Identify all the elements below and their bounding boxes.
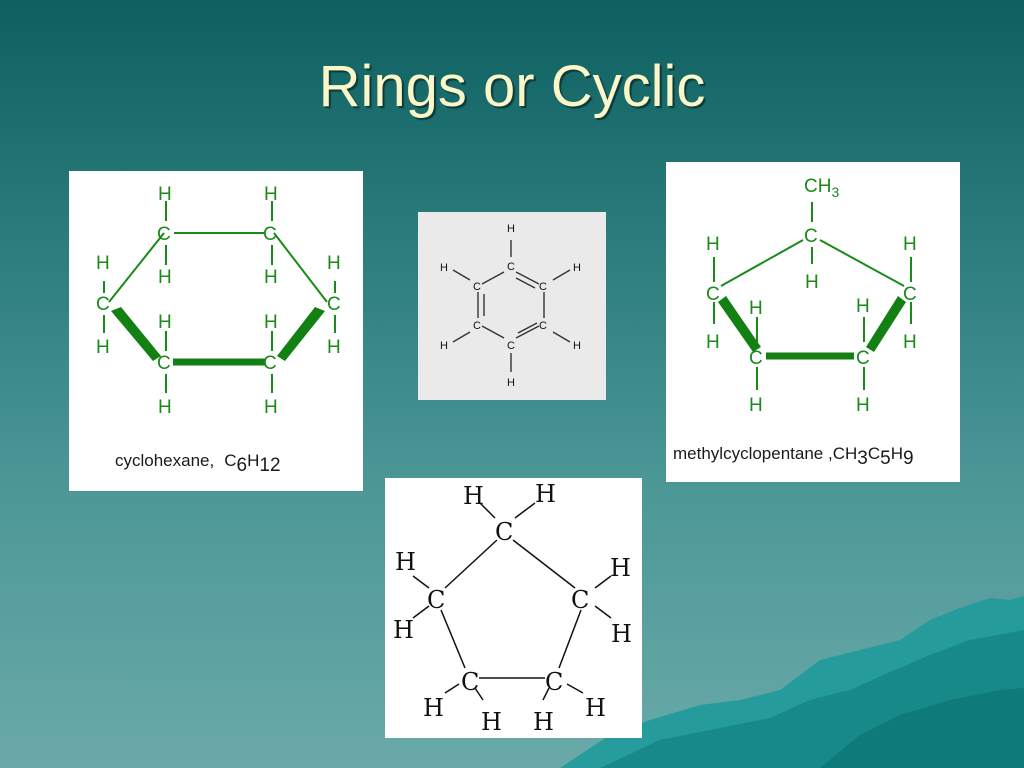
methylcyclopentane-structure: CH3 C H H H C C H H H H C C H H methylcy…: [673, 176, 917, 469]
hydrogen-label: H: [573, 340, 581, 352]
benzene-panel: H C H H C C C C H H C H: [418, 212, 606, 400]
hydrogen-label: H: [749, 395, 763, 416]
hydrogen-label: H: [610, 554, 631, 582]
cyclopentane-panel: H H C H H C C H H C C H H H H: [385, 478, 642, 738]
hydrogen-label: H: [264, 397, 278, 418]
carbon-label: C: [96, 294, 110, 315]
carbon-label: C: [263, 353, 277, 374]
hydrogen-label: H: [481, 708, 502, 736]
hydrogen-label: H: [856, 395, 870, 416]
hydrogen-label: H: [440, 340, 448, 352]
carbon-label: C: [461, 668, 479, 696]
hydrogen-label: H: [158, 184, 172, 205]
carbon-label: C: [473, 320, 481, 332]
methylcyclopentane-panel: CH3 C H H H C C H H H H C C H H methylcy…: [666, 162, 960, 482]
hydrogen-label: H: [903, 234, 917, 255]
hydrogen-label: H: [573, 262, 581, 274]
carbon-label: C: [539, 281, 547, 293]
hydrogen-label: H: [395, 548, 416, 576]
carbon-label: C: [804, 226, 818, 247]
hydrogen-label: H: [533, 708, 554, 736]
cyclohexane-structure: H H C C H H H H C C H H H H C C H H cycl…: [96, 184, 341, 476]
hydrogen-label: H: [749, 298, 763, 319]
hydrogen-label: H: [706, 234, 720, 255]
carbon-label: C: [749, 348, 763, 369]
hydrogen-label: H: [158, 267, 172, 288]
carbon-label: C: [473, 281, 481, 293]
cyclopentane-structure: H H C H H C C H H C C H H H H: [393, 480, 632, 736]
hydrogen-label: H: [327, 337, 341, 358]
hydrogen-label: H: [856, 296, 870, 317]
carbon-label: C: [507, 340, 515, 352]
hydrogen-label: H: [507, 377, 515, 389]
methylcyclopentane-caption: methylcyclopentane ,CH3C5H9: [673, 444, 914, 469]
carbon-label: C: [157, 353, 171, 374]
hydrogen-label: H: [264, 267, 278, 288]
hydrogen-label: H: [805, 272, 819, 293]
hydrogen-label: H: [96, 337, 110, 358]
hydrogen-label: H: [264, 312, 278, 333]
hydrogen-label: H: [327, 253, 341, 274]
hydrogen-label: H: [393, 616, 414, 644]
carbon-label: C: [495, 518, 513, 546]
hydrogen-label: H: [264, 184, 278, 205]
cyclohexane-panel: H H C C H H H H C C H H H H C C H H cycl…: [69, 171, 363, 491]
carbon-label: C: [263, 224, 277, 245]
slide-title: Rings or Cyclic: [318, 54, 706, 119]
hydrogen-label: H: [440, 262, 448, 274]
hydrogen-label: H: [96, 253, 110, 274]
hydrogen-label: H: [423, 694, 444, 722]
carbon-label: C: [507, 261, 515, 273]
carbon-label: C: [157, 224, 171, 245]
carbon-label: C: [539, 320, 547, 332]
carbon-label: C: [571, 586, 589, 614]
benzene-structure: H C H H C C C C H H C H: [440, 223, 581, 389]
carbon-label: C: [545, 668, 563, 696]
hydrogen-label: H: [903, 332, 917, 353]
carbon-label: C: [427, 586, 445, 614]
hydrogen-label: H: [535, 480, 556, 508]
hydrogen-label: H: [611, 620, 632, 648]
hydrogen-label: H: [463, 482, 484, 510]
hydrogen-label: H: [158, 312, 172, 333]
carbon-label: C: [856, 348, 870, 369]
cyclohexane-caption: cyclohexane,C6H12: [115, 451, 281, 476]
carbon-label: C: [327, 294, 341, 315]
methyl-group-label: CH3: [804, 176, 839, 200]
carbon-label: C: [903, 284, 917, 305]
hydrogen-label: H: [507, 223, 515, 235]
hydrogen-label: H: [585, 694, 606, 722]
carbon-label: C: [706, 284, 720, 305]
hydrogen-label: H: [158, 397, 172, 418]
hydrogen-label: H: [706, 332, 720, 353]
